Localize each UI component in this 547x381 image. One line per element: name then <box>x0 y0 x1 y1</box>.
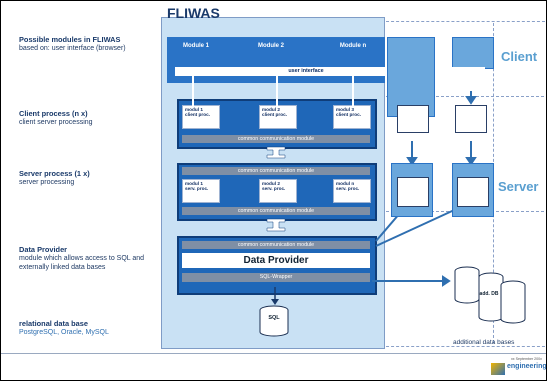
right-arrowhead-2 <box>465 157 477 166</box>
server-title: Server process (1 x) <box>19 169 90 178</box>
add-db-label: add. DB <box>479 291 499 297</box>
right-arrowhead-3 <box>465 96 477 105</box>
rdb-title: relational data base <box>19 319 89 328</box>
client-module-3-line2: client proc. <box>336 112 362 117</box>
logo: xx September 200x engineering <box>489 357 547 379</box>
data-provider-label: Data Provider module which allows access… <box>19 245 164 272</box>
additional-db-caption: additional data bases <box>453 339 515 346</box>
module-1: Module 1 <box>169 43 223 49</box>
client-sub: client server processing <box>19 119 93 126</box>
ext-client-col-2 <box>452 37 494 69</box>
ext-server-box-1 <box>397 177 429 207</box>
row-divider-1 <box>381 21 546 97</box>
logo-mark <box>491 363 505 375</box>
ext-ui-bar <box>449 67 485 76</box>
client-region-label: Client <box>501 49 538 64</box>
client-module-3-line1: modul 3 <box>336 107 354 112</box>
modules-title: Possible modules in FLIWAS <box>19 35 121 44</box>
module-2: Module 2 <box>244 43 298 49</box>
client-module-2: modul 2 client proc. <box>259 105 297 129</box>
data-provider-box: Data Provider <box>182 253 370 268</box>
sql-label: SQL <box>268 315 280 321</box>
sql-to-db-head <box>442 275 451 287</box>
client-module-1: modul 1 client proc. <box>182 105 220 129</box>
ext-client-col-1 <box>387 37 435 117</box>
server-sub: server processing <box>19 179 75 186</box>
server-comm-top: common communication module <box>182 167 370 175</box>
server-module-1: modul 1 serv. proc. <box>182 179 220 203</box>
modules-label: Possible modules in FLIWAS based on: use… <box>19 35 159 53</box>
server-module-n-line2: serv. proc. <box>336 186 360 191</box>
logo-date: xx September 200x <box>511 357 542 361</box>
server-region-label: Server <box>498 179 539 194</box>
client-title: Client process (n x) <box>19 109 88 118</box>
server-module-n-line1: modul n <box>336 181 355 186</box>
dp-comm-module: common communication module <box>182 241 370 249</box>
server-module-1-line2: serv. proc. <box>185 186 209 191</box>
server-label: Server process (1 x) server processing <box>19 169 159 187</box>
module-n: Module n <box>321 43 385 49</box>
server-module-2-line2: serv. proc. <box>262 186 286 191</box>
footer-rule <box>1 353 546 354</box>
client-label: Client process (n x) client server proce… <box>19 109 159 127</box>
fliwas-title: FLIWAS <box>167 5 220 21</box>
modules-sub: based on: user interface (browser) <box>19 45 126 52</box>
ext-server-box-2 <box>457 177 489 207</box>
dp-sql-arrow <box>271 299 279 305</box>
server-module-n: modul n serv. proc. <box>333 179 371 203</box>
server-module-1-line1: modul 1 <box>185 181 203 186</box>
server-dp-connector <box>266 218 286 232</box>
client-module-2-line1: modul 2 <box>262 107 280 112</box>
rdb-sub: PostgreSQL, Oracle, MySQL <box>19 329 109 336</box>
ext-client-box-2 <box>455 105 487 133</box>
client-comm-module: common communication module <box>182 135 370 143</box>
server-module-2: modul 2 serv. proc. <box>259 179 297 203</box>
server-module-2-line1: modul 2 <box>262 181 280 186</box>
rdb-label: relational data base PostgreSQL, Oracle,… <box>19 319 164 337</box>
additional-db-icons <box>454 266 526 324</box>
ext-client-box-1 <box>397 105 429 133</box>
dp-to-server-b <box>375 205 464 247</box>
right-arrowhead-1 <box>406 157 418 166</box>
server-comm-bottom: common communication module <box>182 207 370 215</box>
dp-title: Data Provider <box>19 245 68 254</box>
sql-wrapper: SQL-Wrapper <box>182 273 370 282</box>
sql-db-icon <box>259 305 289 337</box>
logo-brand: engineering <box>507 363 547 370</box>
client-module-2-line2: client proc. <box>262 112 288 117</box>
user-interface-bar: user interface <box>175 67 437 76</box>
dp-sub: module which allows access to SQL and ex… <box>19 255 145 271</box>
client-server-connector <box>266 146 286 159</box>
client-module-1-line1: modul 1 <box>185 107 203 112</box>
client-module-1-line2: client proc. <box>185 112 211 117</box>
